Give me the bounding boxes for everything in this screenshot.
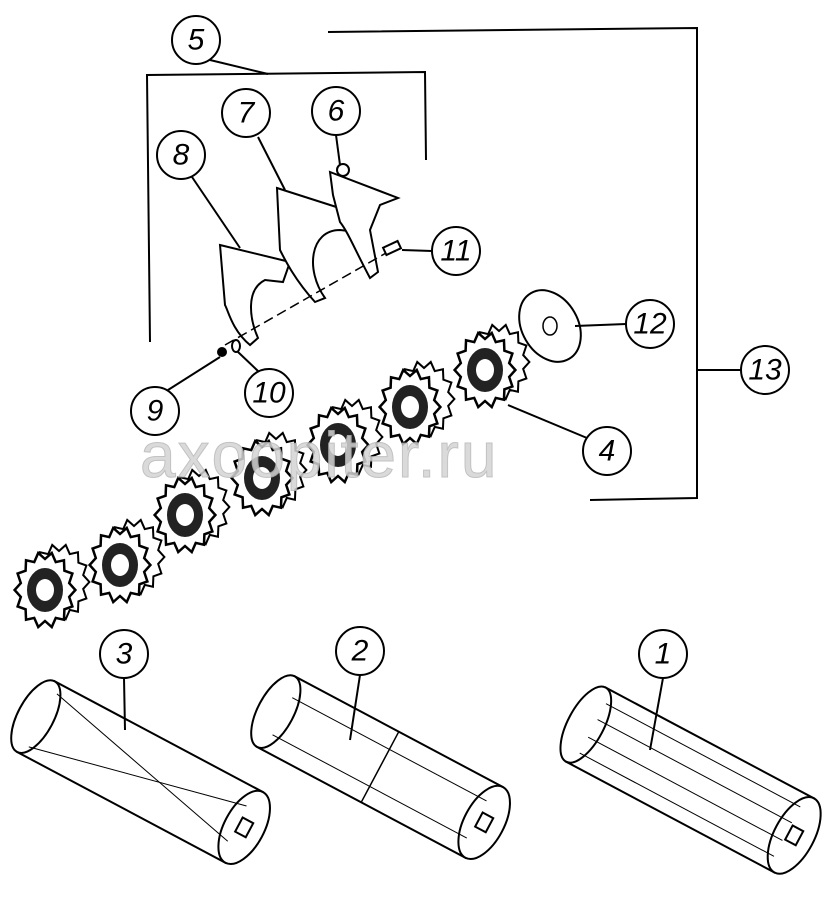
roller-3: [10, 679, 271, 865]
gear-group: [12, 323, 531, 630]
roller-2: [250, 674, 511, 860]
ball-9: [217, 347, 227, 357]
callout-7: 7: [221, 88, 271, 138]
callout-label: 3: [116, 638, 133, 671]
callout-9: 9: [130, 386, 180, 436]
leader-5: [209, 59, 269, 75]
gear-4: [152, 468, 231, 555]
callout-12: 12: [625, 299, 675, 349]
plate-8: [218, 243, 292, 347]
callout-label: 6: [328, 95, 345, 128]
plate-6: [328, 170, 401, 280]
callout-label: 7: [238, 97, 256, 130]
axis-line: [224, 244, 401, 346]
callout-5: 5: [171, 15, 221, 65]
callout-label: 2: [351, 635, 369, 668]
callout-10: 10: [244, 368, 294, 418]
callout-label: 5: [188, 24, 205, 57]
callout-8: 8: [156, 130, 206, 180]
callout-label: 9: [147, 395, 164, 428]
gear-4: [452, 323, 531, 410]
callout-label: 8: [173, 139, 190, 172]
callout-2: 2: [335, 626, 385, 676]
gear-4: [229, 431, 308, 518]
callout-6: 6: [311, 86, 361, 136]
callout-1: 1: [638, 629, 688, 679]
callout-13: 13: [740, 345, 790, 395]
callout-label: 10: [252, 377, 286, 410]
washer-hole: [542, 316, 558, 336]
bracket-5: [145, 70, 427, 343]
screw-11: [381, 239, 403, 257]
callout-label: 11: [440, 235, 471, 268]
gear-4: [377, 360, 456, 447]
callout-label: 1: [655, 638, 672, 671]
roller-1: [559, 685, 822, 875]
leader-lines: [123, 134, 664, 751]
callout-label: 13: [748, 354, 782, 387]
nut-6: [336, 163, 350, 177]
gear-4: [87, 518, 166, 605]
bracket-13: [327, 26, 698, 501]
gear-4: [12, 543, 91, 630]
callout-3: 3: [99, 629, 149, 679]
callout-4: 4: [582, 426, 632, 476]
callout-label: 4: [599, 435, 616, 468]
callout-label: 12: [633, 308, 667, 341]
gear-4: [305, 398, 384, 485]
spring-10: [231, 339, 241, 353]
callout-11: 11: [431, 226, 481, 276]
